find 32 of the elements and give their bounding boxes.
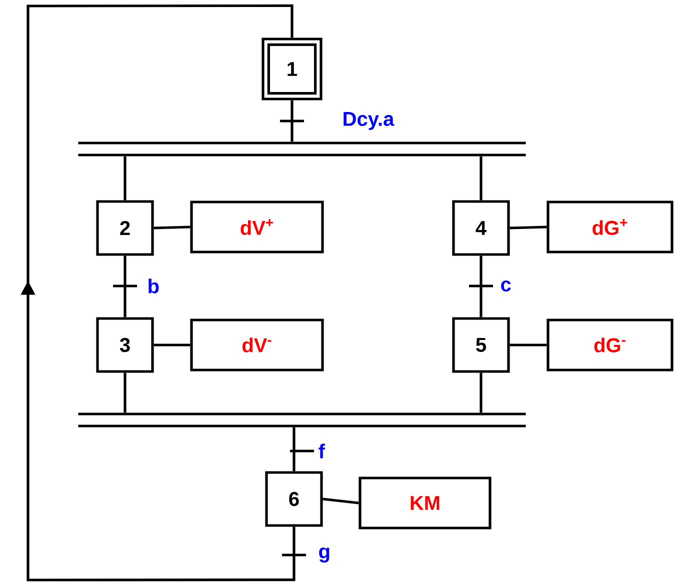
action-box: dG$^{+}$ — [546, 200, 674, 254]
transition-label: g — [319, 547, 330, 562]
step-box: 2 — [96, 200, 154, 256]
step-box: 4 — [452, 200, 510, 256]
connector-line — [124, 156, 126, 200]
parallel-bar — [78, 412, 526, 428]
connector-line — [510, 344, 547, 346]
connector-line — [154, 344, 190, 346]
connector-line — [480, 156, 482, 200]
action-box: dV$^{+}$ — [190, 200, 324, 254]
action-box: dG$^{-}$ — [546, 318, 674, 372]
transition-label: b — [148, 278, 159, 294]
connector-line — [292, 427, 296, 472]
connector-line — [154, 226, 190, 230]
transition-label: f — [318, 444, 325, 458]
step-box: 6 — [265, 471, 323, 527]
initial-step-box: 1 — [262, 38, 322, 100]
step-box: 3 — [96, 317, 154, 373]
connector-line — [322, 498, 359, 504]
transition-label: Dcy.a — [344, 112, 394, 130]
connector-line — [510, 226, 547, 230]
parallel-bar — [78, 142, 526, 156]
connector-line — [480, 256, 482, 318]
connector-line — [124, 372, 126, 413]
connector-line — [290, 100, 294, 142]
action-box: KM — [358, 476, 492, 530]
connector-line — [124, 256, 126, 318]
connector-line — [480, 372, 482, 413]
transition-label: c — [501, 280, 511, 292]
connector-line — [20, 4, 296, 582]
step-box: 5 — [452, 317, 510, 373]
action-box: dV$^{-}$ — [190, 318, 324, 372]
